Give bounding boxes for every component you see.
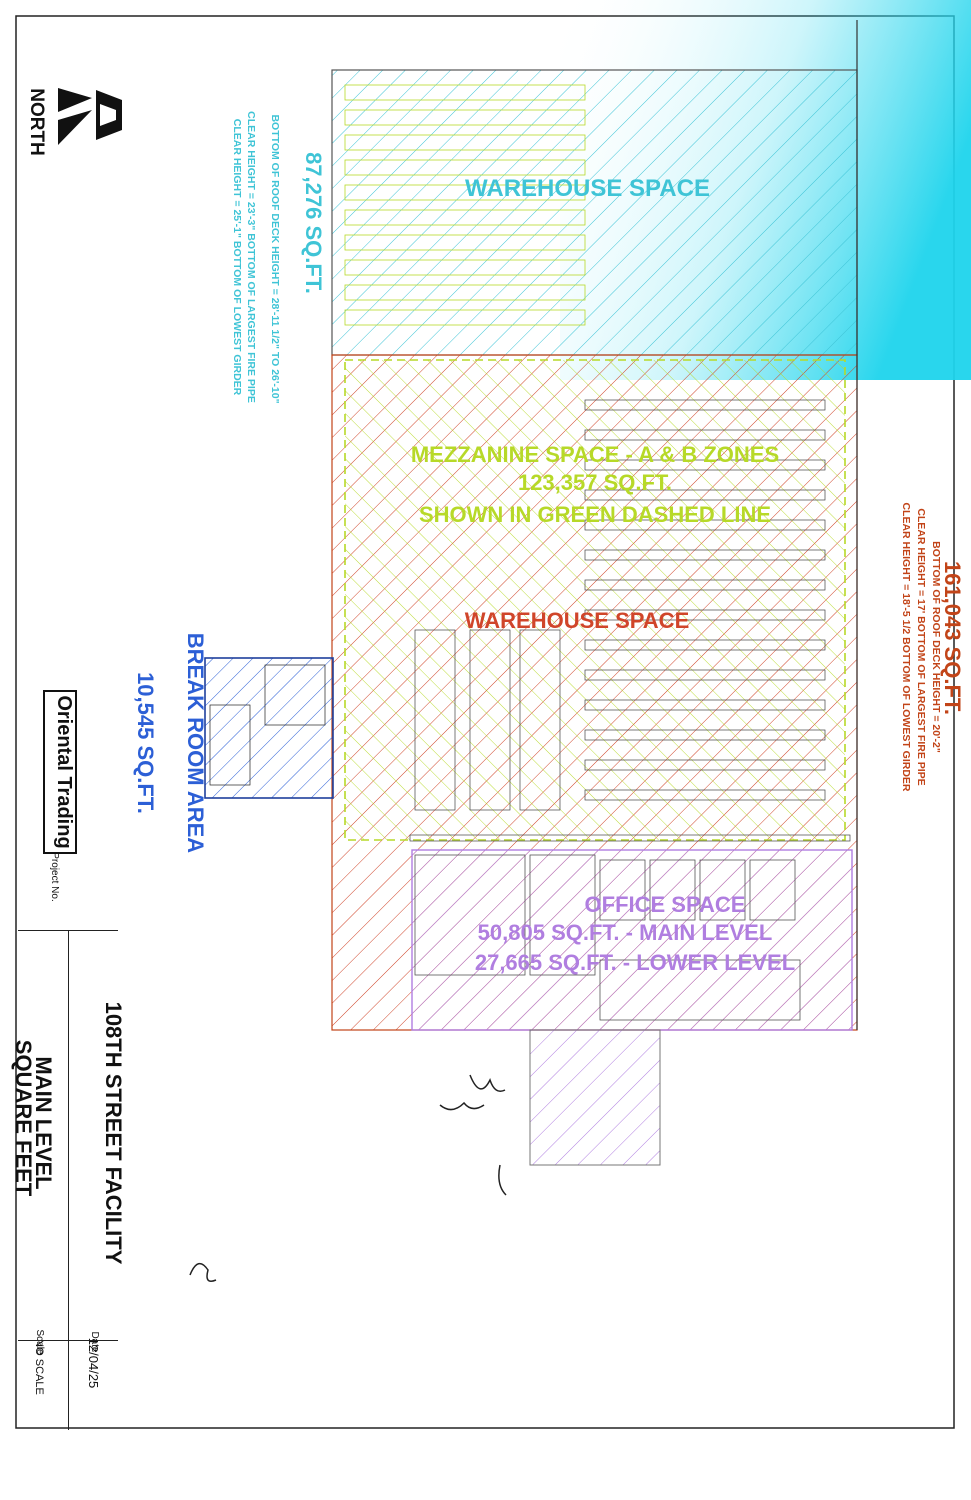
main-warehouse-note-2: CLEAR HEIGHT = 17' BOTTOM OF LARGEST FIR… (915, 508, 927, 786)
mezzanine-line-2: 123,357 SQ.FT. (517, 470, 673, 495)
main-warehouse-note-3: CLEAR HEIGHT = 18'-5 1/2 BOTTOM OF LOWES… (900, 502, 912, 792)
break-room-fixtures (209, 664, 326, 786)
north-arrow-icon (58, 88, 122, 145)
office-line-2: 50,805 SQ.FT. - MAIN LEVEL (477, 920, 773, 945)
office-line-3: 27,665 SQ.FT. - LOWER LEVEL (474, 950, 796, 975)
facility-title: 108TH STREET FACILITY (101, 1001, 126, 1265)
mezzanine-line-3: SHOWN IN GREEN DASHED LINE (418, 502, 772, 527)
office-rooms (414, 854, 801, 1021)
date-value: 12/04/25 (86, 1337, 101, 1389)
title-block-vrule (68, 930, 69, 1430)
break-room-line-1: BREAK ROOM AREA (183, 632, 208, 854)
square-feet-title: SQUARE FEET (11, 1039, 36, 1197)
mezzanine-zone (344, 359, 846, 841)
break-room-zone (204, 657, 334, 799)
office-line-1: OFFICE SPACE (584, 892, 746, 917)
main-warehouse-note-1: BOTTOM OF ROOF DECK HEIGHT = 20'-2" (930, 541, 942, 753)
break-room-line-2: 10,545 SQ.FT. (133, 672, 158, 814)
office-zone (411, 849, 853, 1031)
main-rack-rows (409, 399, 851, 842)
company-logo: Oriental Trading (43, 690, 77, 854)
west-rack-rows (344, 84, 586, 326)
mezzanine-line-1: MEZZANINE SPACE - A & B ZONES (410, 442, 780, 467)
main-warehouse-area: 161,043 SQ.FT. (940, 560, 965, 716)
office-lower-wing (529, 1029, 661, 1166)
handwritten-mark (189, 1074, 507, 1282)
west-warehouse-note-1: BOTTOM OF ROOF DECK HEIGHT = 28'-11 1/2"… (269, 114, 281, 404)
main-warehouse-label: WAREHOUSE SPACE (464, 608, 690, 633)
west-warehouse-note-3: CLEAR HEIGHT = 25'-1" BOTTOM OF LOWEST G… (231, 118, 243, 396)
project-no-label: Project No. (49, 852, 60, 902)
sheet-border (15, 15, 955, 1429)
west-warehouse-area: 87,276 SQ.FT. (301, 152, 326, 294)
north-label: NORTH (26, 88, 47, 156)
west-warehouse-label: WAREHOUSE SPACE (465, 175, 710, 202)
west-warehouse-zone (331, 69, 858, 356)
west-warehouse-note-2: CLEAR HEIGHT = 23'-3" BOTTOM OF LARGEST … (245, 111, 257, 403)
scale-value: NO SCALE (33, 1339, 45, 1395)
